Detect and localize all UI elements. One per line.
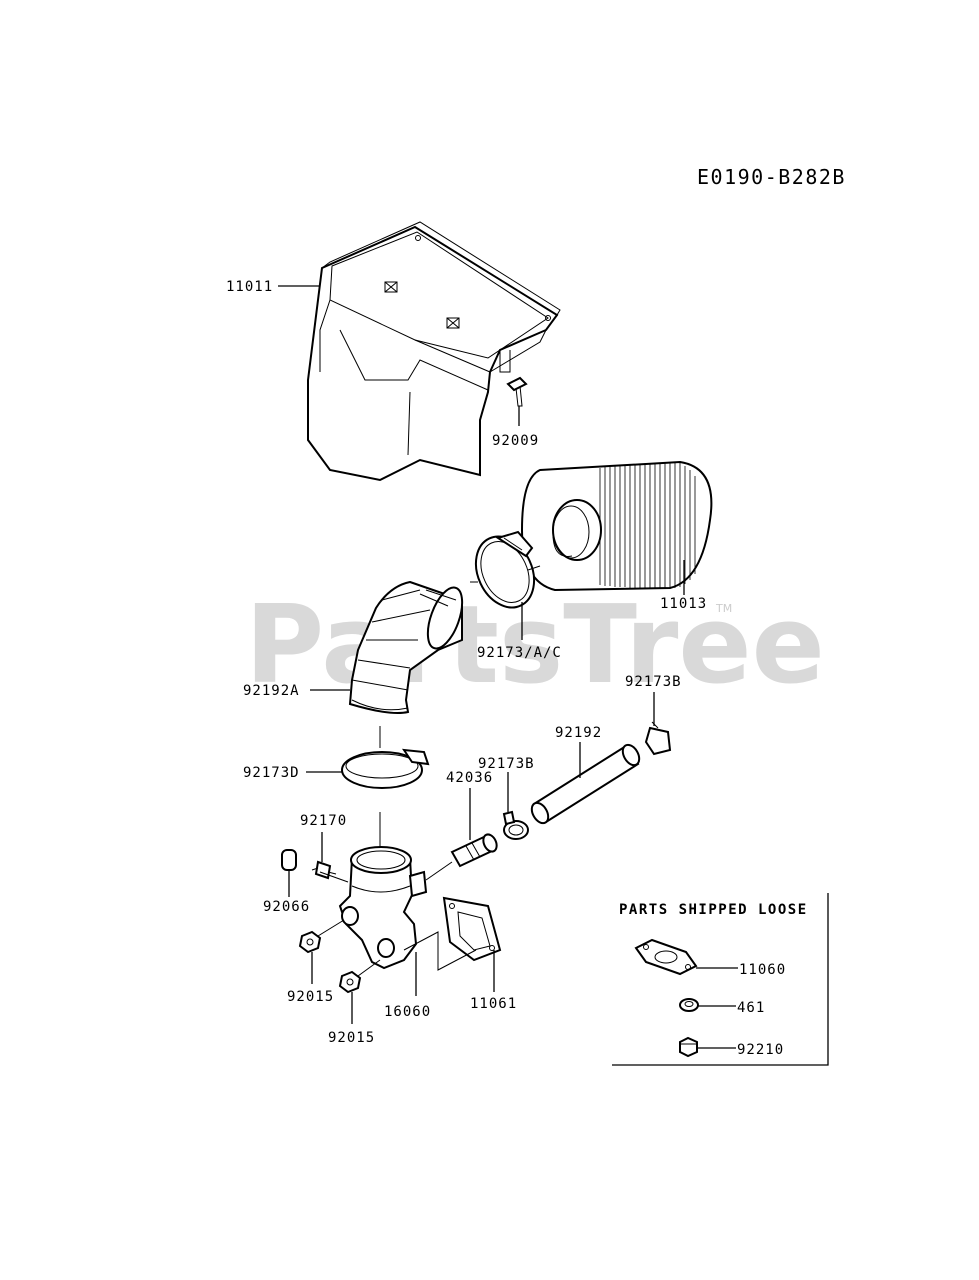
- nipple-92170[interactable]: [311, 860, 337, 880]
- label-16060[interactable]: 16060: [384, 1004, 431, 1020]
- loose-box-border: [612, 893, 829, 1066]
- label-42036[interactable]: 42036: [446, 770, 493, 786]
- label-11060[interactable]: 11060: [739, 962, 786, 978]
- centerline-nipple-elbow: [319, 871, 349, 883]
- label-92173b-mid[interactable]: 92173B: [478, 756, 535, 772]
- cap-92066[interactable]: [281, 849, 297, 871]
- clamp-92173b-mid[interactable]: [502, 810, 529, 840]
- diagram-code: E0190-B282B: [697, 165, 846, 189]
- centerline-elbow-pipe: [425, 861, 453, 881]
- label-92173ac[interactable]: 92173/A/C: [477, 645, 562, 661]
- air-cleaner-housing[interactable]: [307, 221, 561, 482]
- centerline-clamp-filter: [527, 565, 541, 571]
- label-92173d[interactable]: 92173D: [243, 765, 300, 781]
- parts-shipped-loose-box: PARTS SHIPPED LOOSE 11060 461 92210: [612, 893, 829, 1066]
- gasket-11060[interactable]: [634, 938, 698, 976]
- label-92066[interactable]: 92066: [263, 899, 310, 915]
- clamp-92173b-top[interactable]: [644, 721, 672, 756]
- centerline-gasket: [403, 931, 477, 971]
- loose-box-title: PARTS SHIPPED LOOSE: [619, 902, 808, 918]
- nut-92015-b[interactable]: [338, 970, 362, 994]
- nut-92015-a[interactable]: [298, 930, 322, 954]
- gasket-11061[interactable]: [442, 896, 502, 962]
- label-92192a[interactable]: 92192A: [243, 683, 300, 699]
- label-11013[interactable]: 11013: [660, 596, 707, 612]
- centerline-nut-a: [317, 919, 345, 937]
- air-filter-element[interactable]: [520, 460, 713, 592]
- screw-92009[interactable]: [506, 376, 528, 407]
- centerline-nut-b: [357, 959, 381, 977]
- label-92015-b[interactable]: 92015: [328, 1030, 375, 1046]
- label-11061[interactable]: 11061: [470, 996, 517, 1012]
- clamp-92173ac[interactable]: [465, 527, 545, 617]
- hose-92192[interactable]: [528, 742, 642, 826]
- label-92009[interactable]: 92009: [492, 433, 539, 449]
- label-11011[interactable]: 11011: [226, 279, 273, 295]
- elbow-pipe-16060[interactable]: [338, 846, 428, 970]
- elbow-hose-92192a[interactable]: [348, 580, 469, 714]
- label-92170[interactable]: 92170: [300, 813, 347, 829]
- washer-461[interactable]: [679, 998, 699, 1012]
- pipe-42036[interactable]: [450, 832, 499, 868]
- label-92015-a[interactable]: 92015: [287, 989, 334, 1005]
- label-92173b-top[interactable]: 92173B: [625, 674, 682, 690]
- clamp-92173d[interactable]: [341, 748, 430, 789]
- label-92192[interactable]: 92192: [555, 725, 602, 741]
- label-92210[interactable]: 92210: [737, 1042, 784, 1058]
- nut-92210[interactable]: [679, 1036, 698, 1058]
- label-461[interactable]: 461: [737, 1000, 765, 1016]
- watermark-tm: TM: [715, 602, 732, 615]
- watermark: PartsTree: [245, 583, 825, 708]
